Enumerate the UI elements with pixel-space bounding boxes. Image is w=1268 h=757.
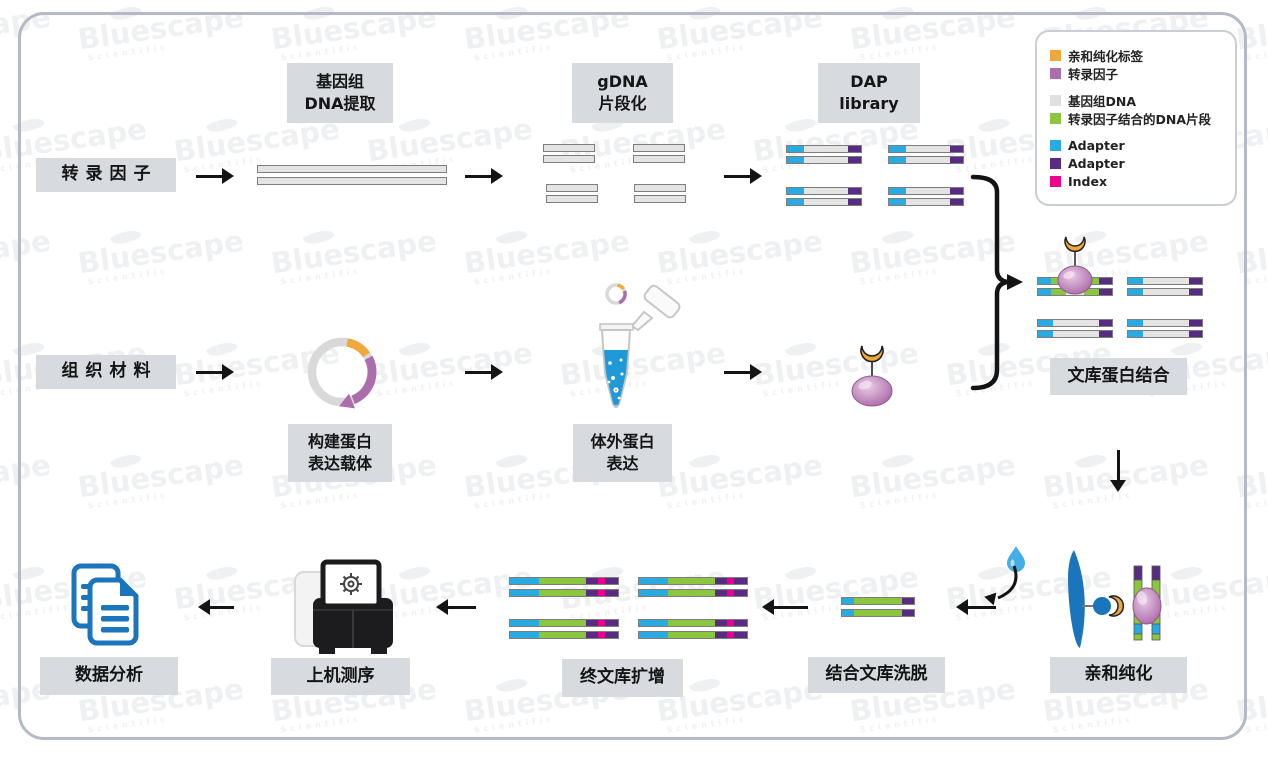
- label-data-analysis: 数据分析: [40, 657, 178, 695]
- legend-item: 亲和纯化标签: [1050, 46, 1229, 64]
- dap-library-bar: [1127, 288, 1203, 296]
- eluted-library-bar: [841, 597, 915, 605]
- label-bound-library-elution: 结合文库洗脱: [808, 657, 945, 693]
- curved-arrow-icon: [984, 565, 1018, 606]
- droplet-icon: [1007, 546, 1025, 573]
- genomic-dna-swatch: [1050, 94, 1061, 106]
- arrow-right-icon: [724, 168, 762, 184]
- sequencer-icon: [294, 559, 393, 654]
- legend-label: 亲和纯化标签: [1068, 48, 1144, 64]
- legend-label: 转录因子: [1068, 66, 1119, 82]
- arrow-left-icon: [436, 599, 476, 615]
- documents-icon: [71, 563, 139, 646]
- index-swatch: [1050, 175, 1061, 187]
- adapter-purple-swatch: [1050, 157, 1061, 169]
- label-dap-library: DAP library: [818, 63, 920, 123]
- dap-library-bar: [786, 145, 862, 153]
- dna-fragment-bar: [634, 195, 686, 203]
- affinity-tag-swatch: [1050, 49, 1061, 61]
- arrow-down-icon: [1110, 450, 1126, 492]
- legend-item: 基因组DNA: [1050, 91, 1229, 109]
- legend-item: 转录因子: [1050, 64, 1229, 82]
- final-library-bar: [638, 619, 748, 627]
- dap-library-bar: [1127, 319, 1203, 327]
- arrow-right-icon: [465, 168, 503, 184]
- arrow-right-icon: [724, 364, 762, 380]
- legend-item: 转录因子结合的DNA片段: [1050, 109, 1229, 127]
- dap-library-bar: [1037, 330, 1113, 338]
- dap-library-bar: [888, 145, 964, 153]
- transcription-factor-swatch: [1050, 67, 1061, 79]
- label-transcription-factor: 转录因子: [36, 158, 176, 192]
- label-tissue-material: 组织材料: [36, 355, 176, 389]
- dap-library-bar: [786, 156, 862, 164]
- final-library-bar: [638, 631, 748, 639]
- legend-label: Adapter: [1068, 137, 1125, 153]
- affinity-bead-icon: [1068, 550, 1162, 648]
- protein-tag-icon: [851, 345, 893, 407]
- dap-library-bar: [1127, 277, 1203, 285]
- diagram-border: [18, 12, 1247, 740]
- dna-fragment-bar: [543, 144, 595, 152]
- label-affinity-purification: 亲和纯化: [1050, 657, 1187, 693]
- adapter-blue-swatch: [1050, 139, 1061, 151]
- legend-label: Adapter: [1068, 155, 1125, 171]
- final-library-bar: [638, 589, 748, 597]
- dap-library-bar: [888, 187, 964, 195]
- dap-library-bar: [1127, 330, 1203, 338]
- dna-fragment-bar: [546, 184, 598, 192]
- arrow-left-icon: [762, 599, 808, 615]
- final-library-bar: [638, 577, 748, 585]
- legend-item: Adapter: [1050, 154, 1229, 172]
- final-library-bar: [509, 577, 619, 585]
- arrow-left-icon: [198, 599, 234, 615]
- label-sequencing: 上机测序: [271, 658, 410, 695]
- label-expression-vector: 构建蛋白 表达载体: [288, 424, 392, 482]
- final-library-bar: [509, 631, 619, 639]
- legend-label: Index: [1068, 173, 1108, 189]
- dap-library-bar: [888, 198, 964, 206]
- label-library-protein-binding: 文库蛋白结合: [1050, 358, 1187, 395]
- gear-icon: [340, 573, 362, 595]
- bound-dna-swatch: [1050, 112, 1061, 124]
- dap-library-bar: [1037, 319, 1113, 327]
- label-invitro-expression: 体外蛋白 表达: [573, 424, 672, 482]
- legend-label: 基因组DNA: [1068, 93, 1137, 109]
- legend-item: Adapter: [1050, 136, 1229, 154]
- arrow-right-icon: [465, 364, 503, 380]
- legend-label: 转录因子结合的DNA片段: [1068, 111, 1212, 127]
- label-genome-dna-extraction: 基因组 DNA提取: [287, 63, 393, 123]
- legend-item: Index: [1050, 172, 1229, 190]
- final-library-bar: [509, 619, 619, 627]
- final-library-bar: [509, 589, 619, 597]
- arrow-right-icon: [196, 364, 234, 380]
- legend: 亲和纯化标签 转录因子 基因组DNA 转录因子结合的DNA片段 Adapter …: [1035, 30, 1237, 206]
- dna-fragment-bar: [546, 195, 598, 203]
- dna-fragment-bar: [633, 155, 685, 163]
- expression-tube-icon: [599, 283, 681, 408]
- brace-merge-icon: [970, 174, 1023, 391]
- genomic-dna-bar: [257, 177, 447, 185]
- label-final-library-amplification: 终文库扩增: [562, 659, 683, 697]
- label-gdna-fragmentation: gDNA 片段化: [572, 63, 673, 123]
- eluted-library-bar: [841, 609, 915, 617]
- dna-fragment-bar: [633, 144, 685, 152]
- arrow-right-icon: [196, 168, 234, 184]
- dap-library-bar: [786, 187, 862, 195]
- genomic-dna-bar: [257, 165, 447, 173]
- plasmid-icon: [307, 337, 377, 409]
- protein-bound-icon: [1057, 236, 1093, 295]
- arrow-left-icon: [956, 599, 996, 615]
- dap-library-bar: [888, 156, 964, 164]
- dna-fragment-bar: [634, 184, 686, 192]
- dna-fragment-bar: [543, 155, 595, 163]
- dap-library-bar: [786, 198, 862, 206]
